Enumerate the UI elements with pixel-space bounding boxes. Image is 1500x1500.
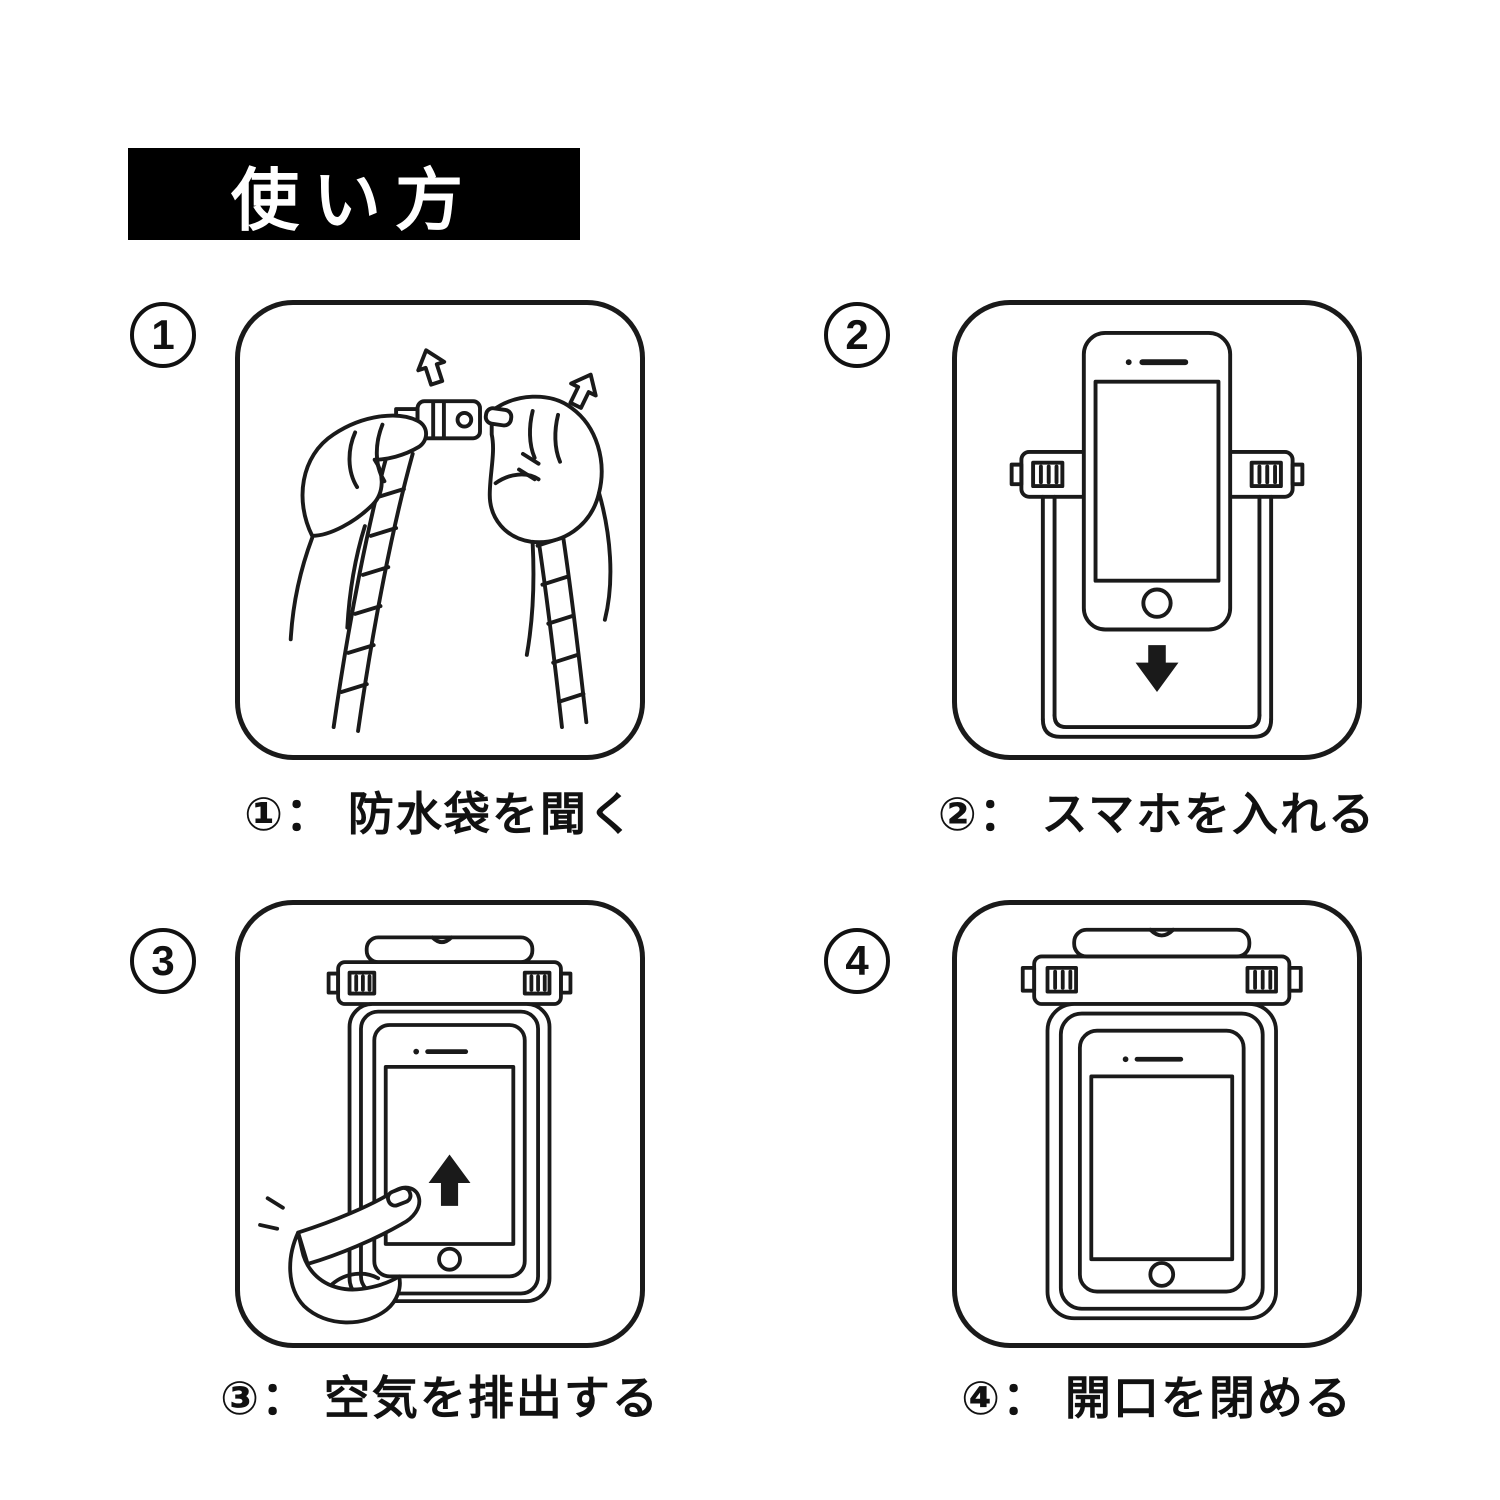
- down-arrow-icon: [1135, 645, 1179, 692]
- step-1-number-badge: 1: [130, 302, 196, 368]
- step-4-caption: ④： 開口を閉める: [961, 1372, 1353, 1424]
- step-3-caption: ③： 空気を排出する: [220, 1372, 660, 1424]
- step-1-caption: ①： 防水袋を聞く: [244, 788, 636, 840]
- step-3-illustration-panel: [235, 900, 645, 1348]
- step-2-illustration-panel: [952, 300, 1362, 760]
- insert-phone-icon: [1009, 330, 1305, 739]
- step-4-number-badge: 4: [824, 928, 890, 994]
- step-4-illustration-panel: [952, 900, 1362, 1348]
- page-title: 使い方: [128, 148, 580, 240]
- closed-pouch-icon: [1020, 927, 1303, 1321]
- step-1-illustration-panel: [235, 300, 645, 760]
- step-2-caption: ②： スマホを入れる: [937, 788, 1377, 840]
- step-2-number-badge: 2: [824, 302, 890, 368]
- open-pouch-clasp-icon: [288, 348, 613, 733]
- press-air-out-icon: [258, 935, 573, 1325]
- pressing-hand-icon: [258, 1185, 422, 1325]
- up-arrow-icon: [428, 1154, 471, 1206]
- step-3-number-badge: 3: [130, 928, 196, 994]
